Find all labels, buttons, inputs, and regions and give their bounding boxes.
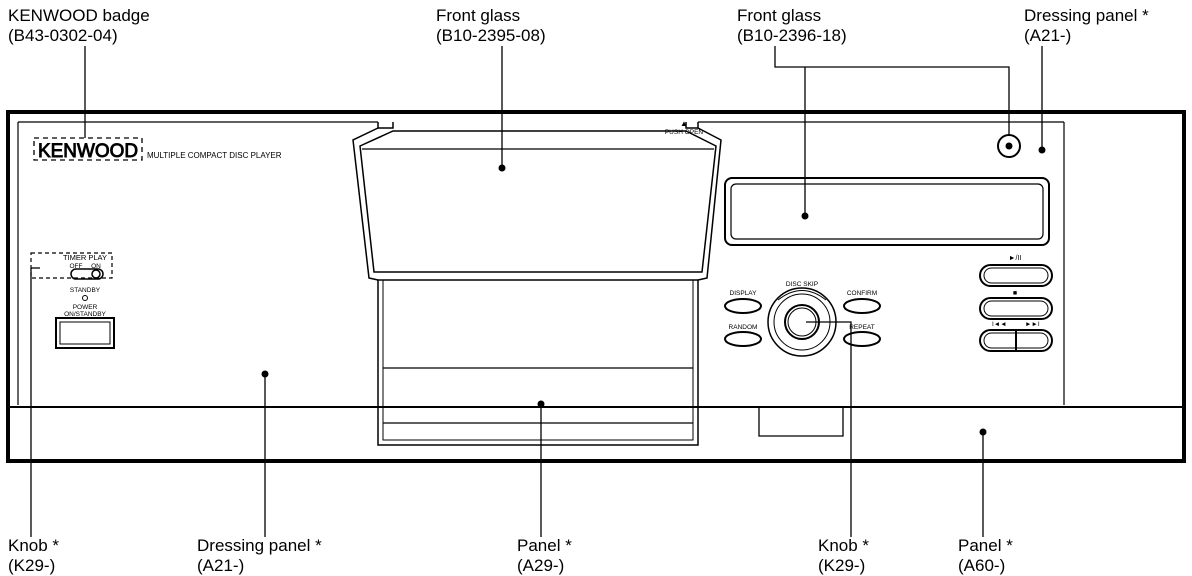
repeat-button[interactable]	[843, 331, 881, 347]
callout-dressing-panel-top-name: Dressing panel *	[1024, 6, 1149, 25]
callout-front-glass-1-name: Front glass	[436, 6, 520, 25]
display-button-label: DISPLAY	[730, 290, 758, 297]
stop-button[interactable]	[979, 297, 1053, 320]
callout-front-glass-1-part: (B10-2395-08)	[436, 26, 546, 45]
standby-indicator	[82, 295, 88, 301]
random-button[interactable]	[724, 331, 762, 347]
callout-front-glass-2-part: (B10-2396-18)	[737, 26, 847, 45]
timer-on-label: ON	[91, 263, 101, 270]
callout-panel-a60-name: Panel *	[958, 536, 1013, 555]
mode-buttons: DISPLAY RANDOM CONFIRM REPEAT	[724, 290, 881, 347]
callout-dressing-panel-top-part: (A21-)	[1024, 26, 1071, 45]
leader-lines	[30, 46, 1043, 537]
standby-label: STANDBY	[70, 287, 101, 294]
transport-buttons: ►/II ■ I◄◄ ►►I	[979, 255, 1053, 352]
callout-kenwood-badge-name: KENWOOD badge	[8, 6, 150, 25]
tray-panel-lower	[377, 279, 699, 446]
callout-front-glass-2-name: Front glass	[737, 6, 821, 25]
disc-skip-label: DISC SKIP	[786, 281, 818, 288]
left-controls: TIMER PLAY OFF ON STANDBY POWER ON/STAND…	[30, 252, 115, 349]
callout-labels-bottom: Knob * (K29-) Dressing panel * (A21-) Pa…	[8, 536, 1013, 575]
display-button[interactable]	[724, 298, 762, 314]
power-label-line1: POWER	[73, 304, 98, 311]
callout-kenwood-badge-part: (B43-0302-04)	[8, 26, 118, 45]
player-chassis	[6, 110, 1186, 463]
callout-dressing-panel-bottom-name: Dressing panel *	[197, 536, 322, 555]
eject-symbol: ▲	[680, 119, 688, 128]
play-pause-button[interactable]	[979, 264, 1053, 287]
callout-dressing-panel-bottom-part: (A21-)	[197, 556, 244, 575]
prev-label: I◄◄	[992, 321, 1007, 328]
callout-labels-top: KENWOOD badge (B43-0302-04) Front glass …	[8, 6, 1149, 45]
callout-knob-right-name: Knob *	[818, 536, 869, 555]
disc-skip-knob[interactable]	[767, 287, 837, 357]
repeat-button-label: REPEAT	[849, 324, 875, 331]
kenwood-badge: KENWOOD	[38, 141, 138, 162]
timer-play-label: TIMER PLAY	[63, 253, 107, 262]
front-glass-tray-window	[359, 130, 717, 273]
lower-panel-recess	[758, 407, 844, 437]
push-open-label: PUSH OPEN	[665, 129, 704, 136]
kenwood-badge-outline	[33, 137, 143, 161]
power-button[interactable]	[55, 317, 115, 349]
random-button-label: RANDOM	[729, 324, 758, 331]
next-label: ►►I	[1025, 321, 1040, 328]
model-name-label: MULTIPLE COMPACT DISC PLAYER	[147, 151, 282, 160]
timer-play-switch[interactable]	[70, 268, 104, 280]
timer-switch-knob	[91, 269, 101, 279]
timer-off-label: OFF	[70, 263, 83, 270]
leader-dots	[261, 142, 1046, 436]
chassis-outer-frame	[6, 110, 1186, 463]
play-pause-label: ►/II	[1009, 255, 1022, 262]
callout-knob-left-name: Knob *	[8, 536, 59, 555]
callout-panel-a29-part: (A29-)	[517, 556, 564, 575]
display-window	[724, 177, 1050, 246]
confirm-button-label: CONFIRM	[847, 290, 877, 297]
callout-knob-right-part: (K29-)	[818, 556, 865, 575]
timer-knob-outline	[30, 252, 113, 279]
callout-panel-a29-name: Panel *	[517, 536, 572, 555]
callout-panel-a60-part: (A60-)	[958, 556, 1005, 575]
confirm-button[interactable]	[843, 298, 881, 314]
callout-knob-left-part: (K29-)	[8, 556, 55, 575]
disc-tray-assembly	[352, 122, 722, 446]
power-label-line2: ON/STANDBY	[64, 311, 106, 318]
stop-label: ■	[1013, 290, 1017, 297]
